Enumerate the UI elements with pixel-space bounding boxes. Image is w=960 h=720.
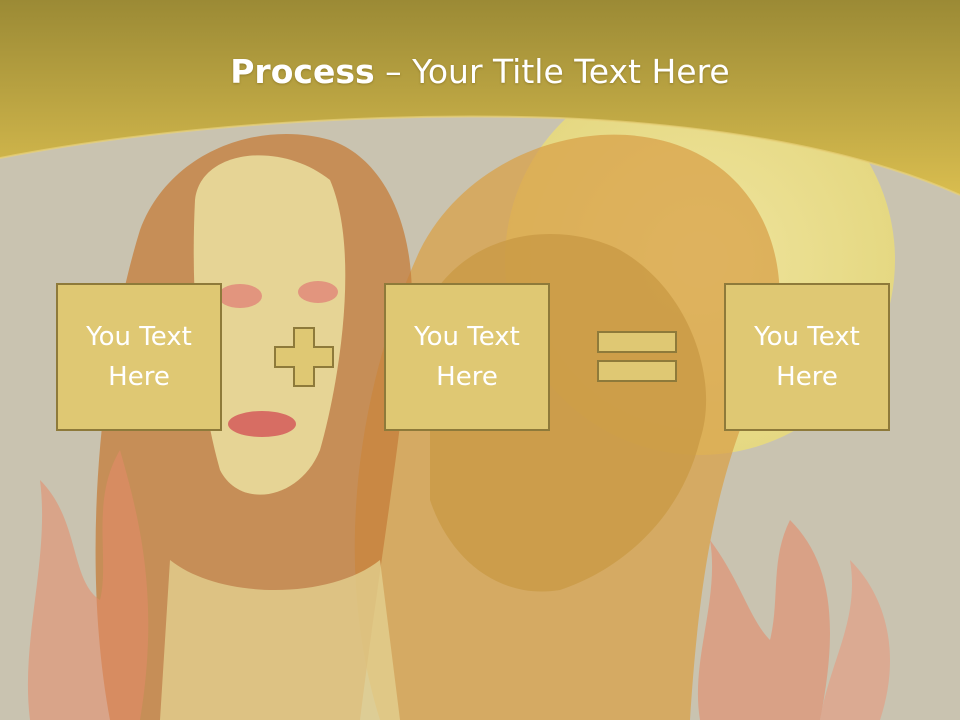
plus-icon	[274, 327, 334, 387]
equals-icon	[597, 331, 677, 382]
eye-shape	[218, 284, 262, 308]
slide-title: Process – Your Title Text Here	[0, 52, 960, 91]
title-rest: – Your Title Text Here	[374, 52, 730, 91]
process-box-text: You Text Here	[754, 322, 860, 392]
process-box-text: You Text Here	[86, 322, 192, 392]
process-box-text: You Text Here	[414, 322, 520, 392]
face-shape	[193, 155, 346, 495]
flame-shape	[697, 520, 830, 720]
title-bold: Process	[230, 52, 375, 91]
process-box-3: You Text Here	[724, 283, 890, 431]
eye-shape	[298, 281, 338, 303]
process-box-2: You Text Here	[384, 283, 550, 431]
header-band	[0, 0, 960, 195]
flame-shape	[27, 450, 149, 720]
body-shape	[160, 560, 400, 720]
lips-shape	[228, 411, 296, 437]
process-box-1: You Text Here	[56, 283, 222, 431]
flame-shape	[820, 560, 890, 720]
